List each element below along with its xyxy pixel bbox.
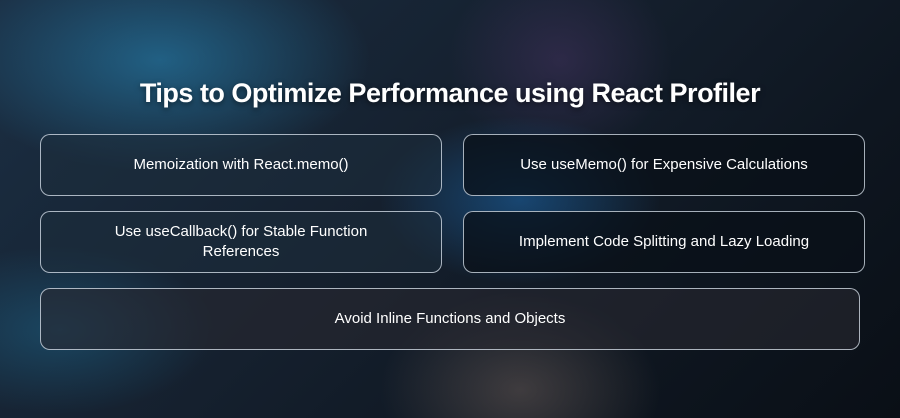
- tip-card-inline-functions: Avoid Inline Functions and Objects: [40, 288, 860, 350]
- tip-label: Use useMemo() for Expensive Calculations: [520, 156, 808, 173]
- tip-card-memoization: Memoization with React.memo(): [40, 134, 442, 196]
- page-title: Tips to Optimize Performance using React…: [139, 78, 761, 108]
- tip-label: Implement Code Splitting and Lazy Loadin…: [518, 233, 810, 250]
- tip-card-code-splitting: Implement Code Splitting and Lazy Loadin…: [463, 211, 865, 273]
- tip-label: Use useCallback() for Stable Function Re…: [114, 223, 368, 260]
- tip-card-usecallback: Use useCallback() for Stable Function Re…: [40, 211, 442, 273]
- tip-card-usememo: Use useMemo() for Expensive Calculations: [463, 134, 865, 196]
- tip-label: Avoid Inline Functions and Objects: [334, 310, 566, 327]
- tip-label: Memoization with React.memo(): [133, 156, 349, 173]
